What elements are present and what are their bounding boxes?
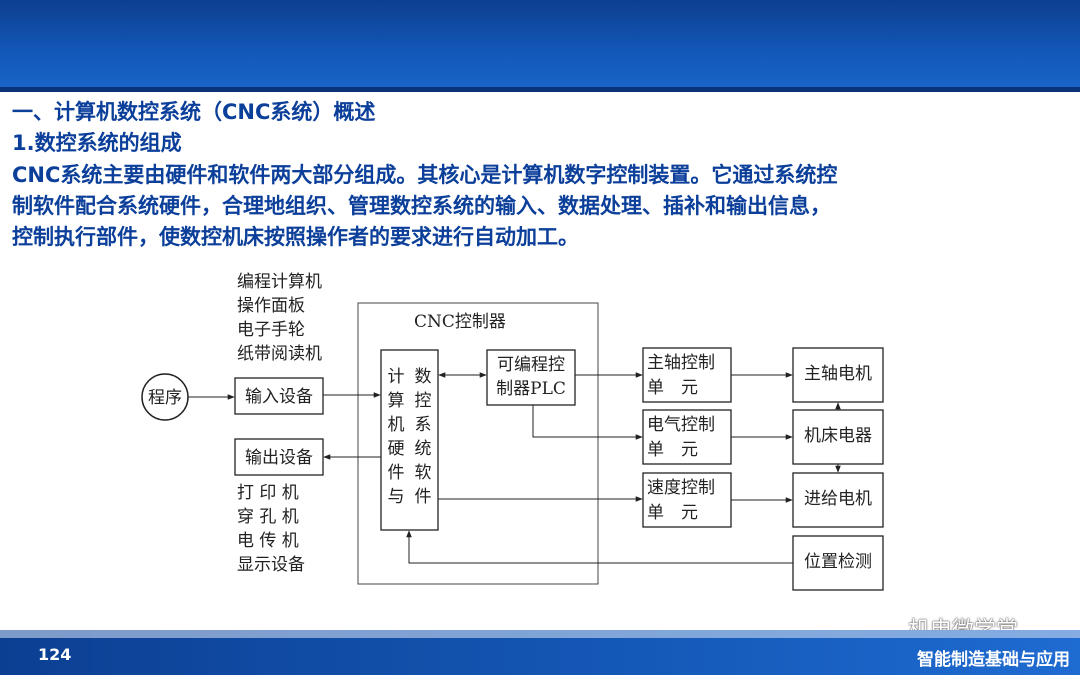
core-col1-char: 机 xyxy=(388,415,405,435)
core-col1-char: 件 xyxy=(388,463,405,483)
core-col1-char: 与 xyxy=(388,487,405,507)
electric-control-line: 电气控制 xyxy=(647,415,715,435)
paragraph-line: CNC系统主要由硬件和软件两大部分组成。其核心是计算机数字控制装置。它通过系统控 xyxy=(12,163,838,187)
input-source-item: 电子手轮 xyxy=(237,320,305,340)
output-target-item: 穿 孔 机 xyxy=(237,507,299,527)
position-detect-box xyxy=(792,535,884,591)
arrow-position-feedback xyxy=(406,530,793,564)
machine-electrics-box xyxy=(792,409,884,465)
cnc-controller-frame xyxy=(357,302,599,585)
output-target-item: 电 传 机 xyxy=(237,531,299,551)
spindle-motor-label: 主轴电机 xyxy=(804,364,872,384)
spindle-control-line: 单 元 xyxy=(647,378,698,398)
subsection-heading: 1.数控系统的组成 xyxy=(12,131,182,155)
output-target-item: 显示设备 xyxy=(237,555,305,575)
paragraph-line: 控制执行部件，使数控机床按照操作者的要求进行自动加工。 xyxy=(12,225,579,249)
feed-motor-label: 进给电机 xyxy=(804,489,872,509)
description-paragraph: CNC系统主要由硬件和软件两大部分组成。其核心是计算机数字控制装置。它通过系统控… xyxy=(12,160,1074,253)
output-target-item: 打 印 机 xyxy=(237,483,299,503)
section-heading: 一、计算机数控系统（CNC系统）概述 xyxy=(12,100,376,124)
input-source-item: 纸带阅读机 xyxy=(237,344,322,364)
plc-label-line: 制器PLC xyxy=(496,379,566,399)
spindle-control-box xyxy=(642,347,732,403)
speed-control-line: 单 元 xyxy=(647,503,698,523)
core-col2-char: 件 xyxy=(415,487,432,507)
machine-electrics-label: 机床电器 xyxy=(804,426,872,446)
input-source-item: 操作面板 xyxy=(237,296,305,316)
bottom-banner xyxy=(0,630,1080,675)
page-number: 124 xyxy=(38,645,72,664)
electric-control-line: 单 元 xyxy=(647,440,698,460)
paragraph-line: 制软件配合系统硬件，合理地组织、管理数控系统的输入、数据处理、插补和输出信息， xyxy=(12,194,831,218)
speed-control-line: 速度控制 xyxy=(647,478,715,498)
spindle-control-line: 主轴控制 xyxy=(647,353,715,373)
core-col2-char: 系 xyxy=(415,415,432,435)
core-col2-char: 数 xyxy=(415,367,432,387)
cnc-controller-title: CNC控制器 xyxy=(414,312,506,332)
core-col1-char: 计 xyxy=(388,367,405,387)
output-device-box xyxy=(234,438,324,476)
position-detect-label: 位置检测 xyxy=(804,552,872,572)
arrow-plc-to-electric-control xyxy=(532,405,643,440)
cnc-core-box xyxy=(380,349,439,531)
top-banner-stripe xyxy=(0,87,1080,92)
electric-control-box xyxy=(642,409,732,465)
core-col2-char: 统 xyxy=(415,439,432,459)
input-device-box xyxy=(234,377,324,415)
core-col1-char: 算 xyxy=(388,391,405,411)
input-device-label: 输入设备 xyxy=(245,387,313,407)
core-col1-char: 硬 xyxy=(388,439,405,459)
footer-title: 智能制造基础与应用 xyxy=(917,650,1070,670)
program-label: 程序 xyxy=(148,388,182,408)
core-col2-char: 软 xyxy=(415,463,432,483)
plc-label-line: 可编程控 xyxy=(497,355,565,375)
input-source-item: 编程计算机 xyxy=(237,272,322,292)
top-banner xyxy=(0,0,1080,92)
spindle-motor-box xyxy=(792,347,884,403)
core-col2-char: 控 xyxy=(415,391,432,411)
output-device-label: 输出设备 xyxy=(245,448,313,468)
feed-motor-box xyxy=(792,472,884,528)
bottom-banner-highlight xyxy=(0,630,1080,638)
plc-box xyxy=(486,349,576,406)
